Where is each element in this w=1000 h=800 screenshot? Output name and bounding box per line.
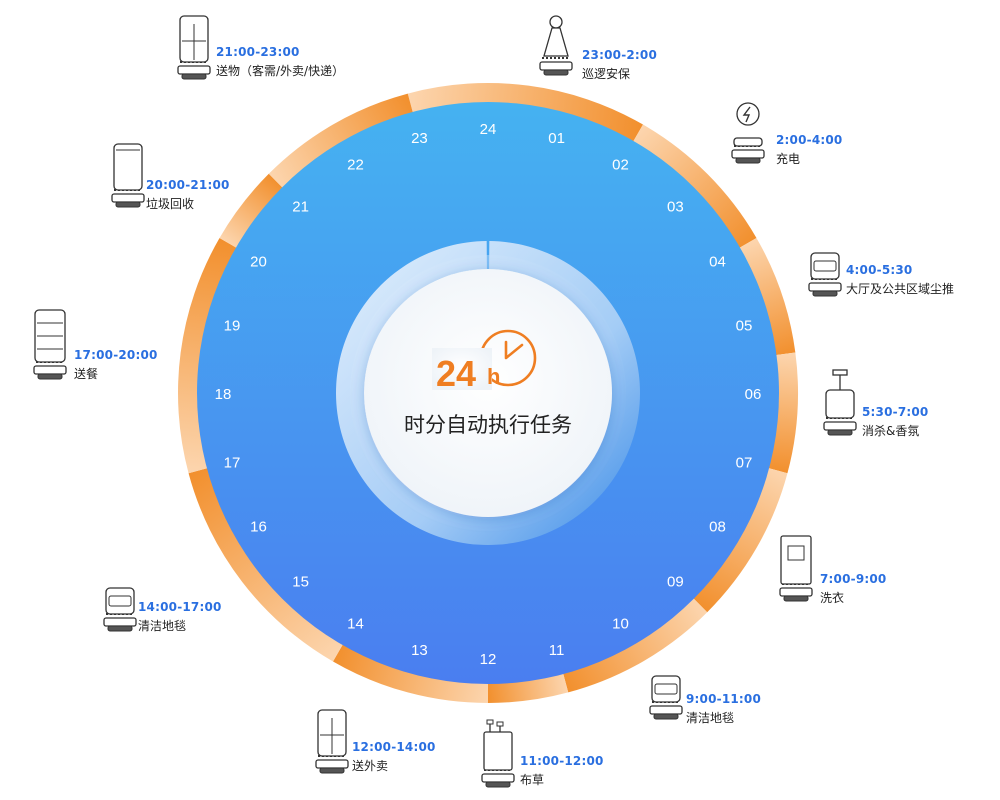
task-label: 送餐 [74, 367, 99, 381]
task-label: 充电 [776, 152, 801, 166]
hour-label: 08 [709, 519, 726, 536]
schedule-segment [563, 598, 708, 693]
schedule-segment [178, 238, 237, 474]
hour-label: 01 [548, 130, 565, 147]
task-time: 14:00-17:00 [138, 600, 222, 614]
task-time: 2:00-4:00 [776, 133, 843, 147]
task-label: 清洁地毯 [138, 619, 187, 633]
schedule-segment [407, 83, 643, 142]
task-label: 送物（客需/外卖/快递） [216, 64, 345, 78]
meal-delivery-robot-icon [33, 309, 67, 380]
garbage-robot-icon [111, 143, 145, 208]
task-time: 4:00-5:30 [846, 263, 913, 277]
laundry-robot-icon [779, 535, 813, 602]
hour-label: 18 [215, 386, 232, 403]
schedule-segment [488, 673, 569, 703]
hour-label: 03 [667, 199, 684, 216]
task-time: 7:00-9:00 [820, 572, 887, 586]
task-time: 12:00-14:00 [352, 740, 436, 754]
patrol-robot-icon [539, 15, 573, 76]
task-label: 消杀&香氛 [862, 424, 920, 438]
task-time: 21:00-23:00 [216, 45, 300, 59]
task-time: 17:00-20:00 [74, 348, 158, 362]
hour-label: 13 [411, 642, 428, 659]
task-label: 布草 [520, 773, 545, 787]
badge-unit: h [487, 364, 500, 389]
hour-label: 23 [411, 130, 428, 147]
linen-robot-icon [481, 719, 515, 788]
hour-label: 16 [250, 519, 267, 536]
schedule-segment [739, 238, 796, 356]
task-time: 20:00-21:00 [146, 178, 230, 192]
task-label: 巡逻安保 [582, 67, 631, 81]
task-time: 11:00-12:00 [520, 754, 604, 768]
hour-label: 04 [709, 254, 726, 271]
item-delivery-robot-icon [177, 15, 211, 80]
hour-labels: 24 01 02 03 04 05 06 07 08 09 10 11 12 13 14 15 16 17 18 19… [215, 121, 762, 668]
schedule-segment [268, 93, 413, 188]
schedule-segment [693, 468, 788, 613]
hour-label: 02 [612, 157, 629, 174]
carpet-cleaning-robot-icon [103, 587, 137, 632]
task-label: 大厅及公共区域尘推 [846, 282, 955, 296]
hour-label: 14 [347, 615, 364, 632]
hour-label: 21 [292, 199, 309, 216]
schedule-segment [188, 468, 343, 662]
hour-label: 10 [612, 615, 629, 632]
center-title: 时分自动执行任务 [404, 413, 572, 437]
task-time: 23:00-2:00 [582, 48, 658, 62]
task-time: 5:30-7:00 [862, 405, 929, 419]
task-label: 清洁地毯 [686, 711, 735, 725]
task-time: 9:00-11:00 [686, 692, 762, 706]
schedule-ring [178, 83, 798, 703]
center-disc [364, 269, 612, 517]
hour-label: 15 [292, 573, 309, 590]
disinfect-robot-icon [823, 369, 857, 436]
schedule-segment [768, 352, 798, 474]
takeout-delivery-robot-icon [315, 709, 349, 774]
hour-label: 19 [224, 317, 241, 334]
hour-label: 24 [480, 121, 497, 138]
hour-label: 20 [250, 254, 267, 271]
hour-label: 17 [224, 455, 241, 472]
charging-robot-icon [731, 102, 765, 164]
schedule-segment [633, 124, 757, 248]
hour-label: 11 [549, 642, 565, 659]
task-label: 垃圾回收 [146, 197, 195, 211]
badge-number: 24 [436, 353, 476, 394]
hour-label: 22 [347, 157, 364, 174]
dust-mop-robot-icon [808, 252, 842, 297]
hour-label: 12 [480, 651, 497, 668]
hour-label: 06 [745, 386, 762, 403]
hour-label: 07 [736, 455, 753, 472]
carpet-cleaning-robot-icon [649, 675, 683, 720]
hour-label: 05 [736, 317, 753, 334]
hour-label: 09 [667, 573, 684, 590]
task-label: 送外卖 [352, 759, 389, 773]
badge-backplate [432, 348, 492, 390]
schedule-segment [219, 173, 283, 248]
task-label: 洗衣 [820, 591, 845, 605]
